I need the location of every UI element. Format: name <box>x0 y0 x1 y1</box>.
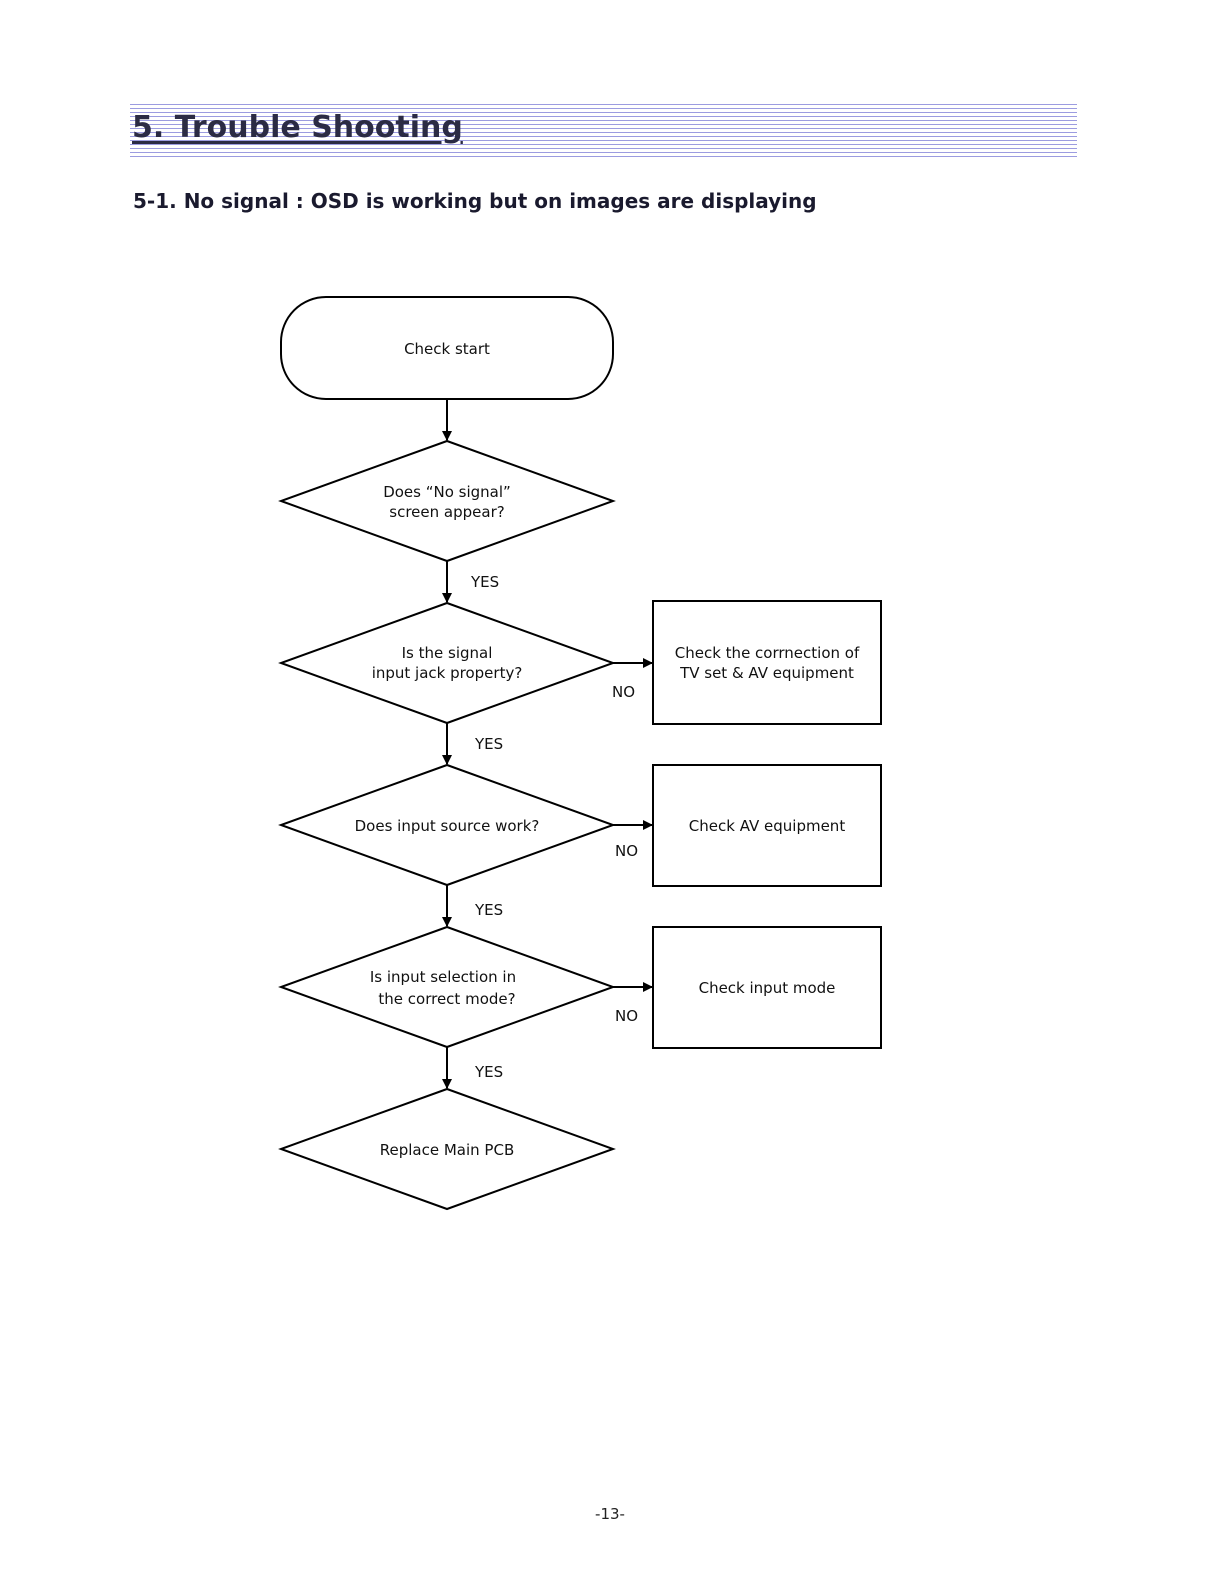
no-label-3: NO <box>615 1007 638 1025</box>
action-check-av-equipment: Check AV equipment <box>652 764 882 887</box>
action-1-line-2: TV set & AV equipment <box>679 664 854 682</box>
no-label-2: NO <box>615 842 638 860</box>
action-check-input-mode: Check input mode <box>652 926 882 1049</box>
action-1-line-1: Check the corrnection of <box>675 644 860 662</box>
yes-label-4: YES <box>474 1063 503 1081</box>
start-terminal: Check start <box>280 296 614 400</box>
start-label: Check start <box>404 340 490 358</box>
decision-signal-input-jack: Is the signal input jack property? <box>278 601 616 725</box>
no-label-1: NO <box>612 683 635 701</box>
decision-4-line-1: Is input selection in <box>370 968 516 986</box>
decision-3-line-1: Does input source work? <box>355 817 540 835</box>
end-replace-main-pcb: Replace Main PCB <box>278 1087 616 1211</box>
decision-2-line-1: Is the signal <box>402 644 493 662</box>
decision-no-signal-screen: Does “No signal” screen appear? <box>278 439 616 563</box>
decision-1-line-2: screen appear? <box>389 503 504 521</box>
decision-2-line-2: input jack property? <box>372 664 523 682</box>
subsection-title: 5-1. No signal : OSD is working but on i… <box>133 189 817 213</box>
page-number: -13- <box>595 1505 625 1523</box>
title-decoration-band <box>130 104 1077 160</box>
yes-label-1: YES <box>470 573 499 591</box>
section-title: 5. Trouble Shooting <box>132 110 463 145</box>
action-check-connection: Check the corrnection of TV set & AV equ… <box>652 600 882 725</box>
yes-label-2: YES <box>474 735 503 753</box>
decision-4-line-2: the correct mode? <box>378 990 515 1008</box>
decision-1-line-1: Does “No signal” <box>383 483 511 501</box>
end-label: Replace Main PCB <box>380 1141 515 1159</box>
action-3-line-1: Check input mode <box>699 979 836 997</box>
decision-input-selection-mode: Is input selection in the correct mode? <box>278 925 616 1049</box>
action-2-line-1: Check AV equipment <box>689 817 846 835</box>
decision-input-source-work: Does input source work? <box>278 763 616 887</box>
yes-label-3: YES <box>474 901 503 919</box>
